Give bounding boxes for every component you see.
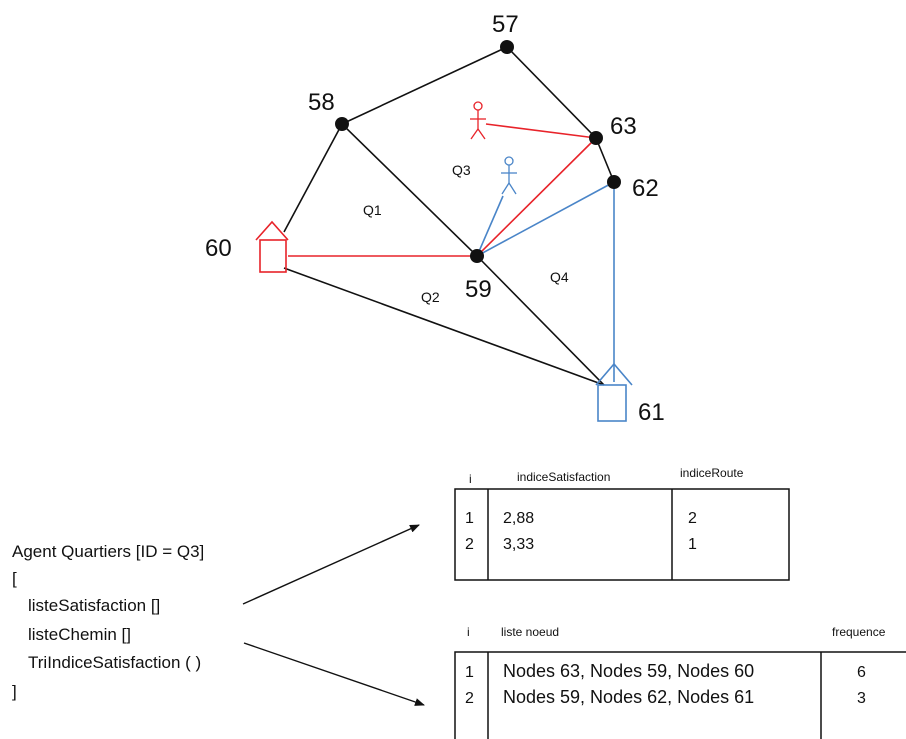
node-dots (335, 40, 621, 263)
node-dot-62 (607, 175, 621, 189)
chemin-header-liste: liste noeud (501, 625, 559, 639)
node-label-61: 61 (638, 399, 665, 426)
agent-close-bracket: ] (12, 682, 17, 701)
edge-58-59 (341, 123, 478, 257)
sat-row-1-i: 1 (465, 510, 474, 527)
chemin-table: i liste noeud frequence 1 Nodes 63, Node… (454, 625, 906, 739)
blue-edge-59-62 (476, 181, 615, 257)
sat-header-i: i (469, 472, 472, 486)
chemin-row-1-i: 1 (465, 664, 474, 681)
red-edge-59-63 (476, 137, 597, 257)
node-label-60: 60 (205, 235, 232, 262)
chemin-row-2-liste: Nodes 59, Nodes 62, Nodes 61 (503, 687, 754, 707)
sat-header-route: indiceRoute (680, 466, 744, 480)
edge-57-63 (506, 46, 597, 139)
zone-label-q3: Q3 (452, 162, 471, 178)
sat-row-2-i: 2 (465, 536, 474, 553)
house-icon-red (255, 220, 289, 273)
node-label-59: 59 (465, 276, 492, 303)
node-dot-58 (335, 117, 349, 131)
node-dot-63 (589, 131, 603, 145)
table-row: 1 Nodes 63, Nodes 59, Nodes 60 6 (465, 661, 866, 681)
person-icon-blue (501, 156, 517, 195)
chemin-row-2-freq: 3 (857, 690, 866, 707)
sat-row-2-indice: 3,33 (503, 536, 534, 553)
agent-field-tri: TriIndiceSatisfaction ( ) (28, 653, 201, 672)
sat-header-indice: indiceSatisfaction (517, 470, 610, 484)
arrow-to-chemin-table (243, 642, 425, 706)
node-label-57: 57 (492, 11, 519, 38)
edge-63-62 (595, 137, 615, 183)
sat-row-2-route: 1 (688, 536, 697, 553)
edge-60-61 (283, 267, 605, 386)
sat-row-1-indice: 2,88 (503, 510, 534, 527)
node-dot-59 (470, 249, 484, 263)
agent-open-bracket: [ (12, 569, 17, 588)
edge-59-61 (476, 255, 605, 386)
chemin-row-2-i: 2 (465, 690, 474, 707)
house-icon-blue (595, 362, 633, 422)
zone-label-q4: Q4 (550, 269, 569, 285)
table-row: 2 Nodes 59, Nodes 62, Nodes 61 3 (465, 687, 866, 707)
agent-description: Agent Quartiers [ID = Q3] [ listeSatisfa… (12, 542, 204, 701)
table-row: 2 3,33 1 (465, 536, 697, 553)
blue-edge-agent-59 (476, 195, 504, 257)
chemin-header-i: i (467, 625, 470, 639)
red-edge-agent-63 (485, 123, 597, 139)
sat-row-1-route: 2 (688, 510, 697, 527)
agent-field-satisfaction: listeSatisfaction [] (28, 596, 160, 615)
chemin-header-freq: frequence (832, 625, 886, 639)
arrow-to-satisfaction-table (242, 524, 420, 605)
agent-field-chemin: listeChemin [] (28, 625, 131, 644)
agent-title: Agent Quartiers [ID = Q3] (12, 542, 204, 561)
satisfaction-table: i indiceSatisfaction indiceRoute 1 2,88 … (454, 466, 790, 581)
node-label-63: 63 (610, 113, 637, 140)
blue-path (476, 181, 615, 382)
road-edges (283, 46, 615, 386)
red-path (288, 123, 597, 257)
zone-label-q2: Q2 (421, 289, 440, 305)
node-dot-57 (500, 40, 514, 54)
chemin-row-1-liste: Nodes 63, Nodes 59, Nodes 60 (503, 661, 754, 681)
node-label-58: 58 (308, 89, 335, 116)
node-label-62: 62 (632, 175, 659, 202)
person-icon-red (470, 101, 486, 140)
table-row: 1 2,88 2 (465, 510, 697, 527)
edge-58-60 (283, 123, 343, 233)
edge-58-57 (341, 46, 508, 125)
chemin-row-1-freq: 6 (857, 664, 866, 681)
zone-label-q1: Q1 (363, 202, 382, 218)
